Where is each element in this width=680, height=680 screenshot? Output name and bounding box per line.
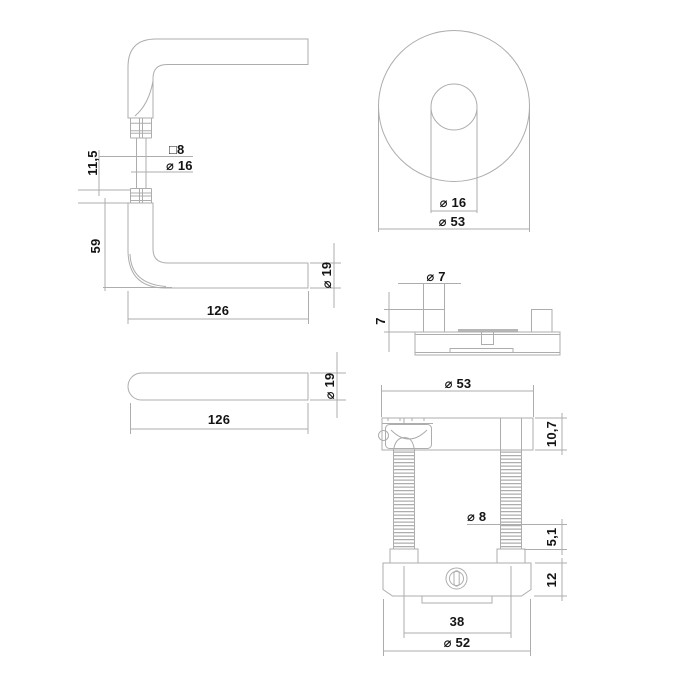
view-rose-front: ⌀ 16 ⌀ 53 [378,30,530,232]
dim-rose-height-label: 10,7 [544,421,559,447]
dim-handle-length-top: 126 [130,403,309,434]
rose-plate-inner-lines [415,334,560,353]
left-threaded-bolt [389,450,419,564]
dim-handle-length-label: 126 [207,303,229,318]
dim-neck-length: 11,5 [78,150,131,196]
clip-mechanism [378,418,433,451]
base-rose-outline [382,562,532,597]
dim-base-height-label: 12 [544,573,559,588]
upper-neck-collars [130,118,152,139]
upper-lever-outline [127,38,309,119]
dim-spindle-square: □8 [99,142,193,157]
dim-grip-diameter-top: ⌀ 19 [310,352,346,418]
dim-bolt-diameter-label: ⌀ 8 [467,509,486,524]
upper-lever-bend-line [134,80,154,117]
dim-spindle-square-label: □8 [169,142,184,157]
rose-plate [414,331,561,356]
clip-pivot-circle [378,430,389,441]
dim-handle-height: 59 [78,198,172,291]
rose-bore-circle [430,83,478,131]
view-assembly: ⌀ 53 10,7 ⌀ 8 [378,376,567,656]
dim-neck-length-label: 11,5 [85,150,100,175]
dim-bore-diameter-label: ⌀ 16 [440,195,467,210]
dim-bolt-tip-length-label: 5,1 [544,528,559,547]
dim-rose-height: 10,7 [535,413,567,455]
dim-bolt-diameter: ⌀ 8 [467,509,567,525]
dim-rose-diameter-label: ⌀ 53 [439,214,466,229]
dim-handle-length: 126 [127,291,309,324]
lower-neck-collars [130,188,152,203]
dim-pin-diameter: ⌀ 7 [398,269,461,309]
dim-pin-height: 7 [373,292,433,352]
view-handle-pair-side: □8 ⌀ 16 11,5 59 ⌀ 19 126 [78,38,341,324]
spindle-bearing-strip [458,329,518,332]
dim-assembly-rose-diameter: ⌀ 53 [381,376,534,417]
plate-top-ticks [387,417,425,421]
base-hub [421,596,493,604]
view-handle-top: ⌀ 19 126 [127,352,346,434]
dim-base-diameter-label: ⌀ 52 [444,635,471,650]
view-rose-side: ⌀ 7 7 [373,269,561,356]
dim-pin-diameter-label: ⌀ 7 [426,269,445,284]
dim-bolt-spacing: 38 [403,566,512,638]
fixing-screw-head [445,567,468,590]
dim-handle-height-label: 59 [88,239,103,254]
dim-base-height: 12 [534,558,567,601]
dim-grip-diameter-label: ⌀ 19 [319,262,334,289]
dim-neck-diameter-label: ⌀ 16 [166,158,193,173]
dim-grip-diameter-top-label: ⌀ 19 [322,373,337,400]
dim-rose-diameter: ⌀ 53 [378,108,530,232]
dim-handle-length-top-label: 126 [208,412,230,427]
lower-lever-outline [127,202,309,289]
dim-pin-height-label: 7 [373,317,388,324]
dim-assembly-rose-diameter-label: ⌀ 53 [445,376,472,391]
bolt-funnel [393,437,415,451]
right-bolt-sleeve [496,548,526,564]
handle-top-outline [127,372,309,401]
dim-base-diameter: ⌀ 52 [383,599,531,656]
left-bolt-sleeve [389,548,419,564]
rose-outer-circle [378,30,530,182]
dim-neck-diameter: ⌀ 16 [131,158,193,173]
left-pin [423,309,445,333]
spindle-lines [136,138,147,189]
dim-grip-diameter: ⌀ 19 [310,243,341,308]
right-threaded-bolt [496,450,526,564]
dim-bolt-spacing-label: 38 [450,614,465,629]
right-pin [531,309,553,333]
center-notch [481,332,494,345]
lower-lever-bend-line [129,253,167,287]
dim-bore-diameter: ⌀ 16 [430,109,478,213]
bottom-slot [449,348,514,353]
right-bolt-hole-lines [500,418,522,450]
rose-cover-plate [381,417,534,451]
dim-bolt-tip-length: 5,1 [524,519,567,555]
